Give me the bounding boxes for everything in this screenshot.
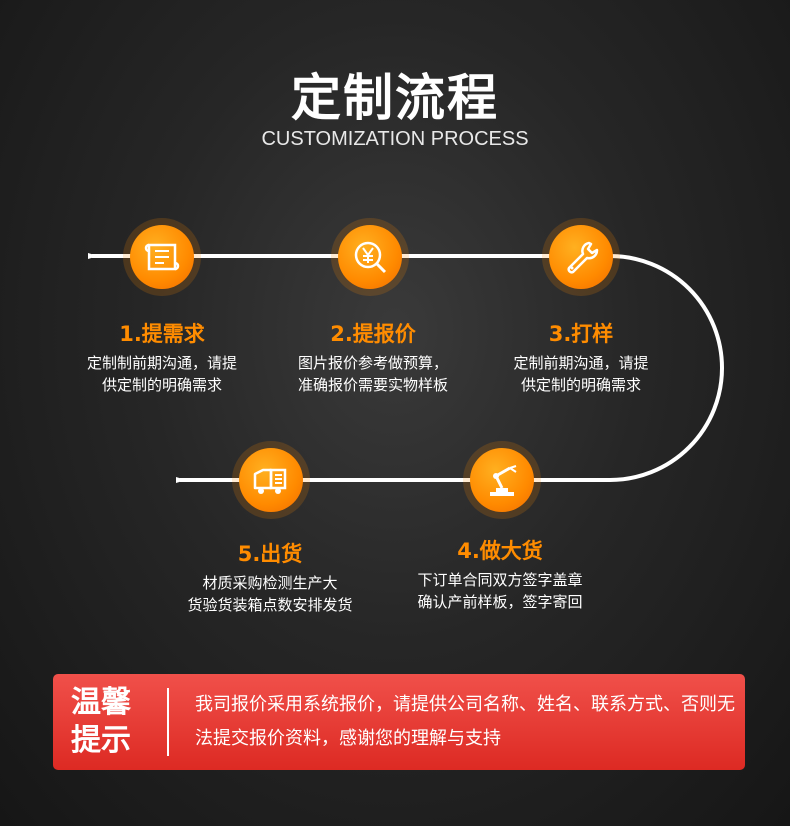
tip-divider	[167, 688, 169, 756]
step-4-name: 4.做大货	[457, 539, 543, 563]
step-1-icon-badge	[123, 218, 201, 296]
warm-tip-banner: 温馨 提示 我司报价采用系统报价，请提供公司名称、姓名、联系方式、否则无法提交报…	[53, 674, 745, 770]
step-5-desc-line2: 货验货装箱点数安排发货	[187, 596, 353, 614]
step-1-desc-line2: 供定制的明确需求	[101, 376, 222, 394]
step-5-desc-line1: 材质采购检测生产大	[202, 574, 338, 592]
step-2: 2.提报价 图片报价参考做预算， 准确报价需要实物样板	[273, 318, 473, 396]
blueprint-icon	[144, 243, 180, 271]
tip-label: 温馨 提示	[53, 684, 157, 760]
step-2-desc-line1: 图片报价参考做预算，	[297, 354, 448, 372]
step-4-desc-line2: 确认产前样板，签字寄回	[417, 593, 583, 611]
yen-search-icon	[354, 241, 387, 274]
tip-text: 我司报价采用系统报价，请提供公司名称、姓名、联系方式、否则无法提交报价资料，感谢…	[195, 694, 735, 749]
step-1-desc-line1: 定制制前期沟通，请提	[86, 354, 237, 372]
step-5-name: 5.出货	[237, 542, 303, 566]
step-4-desc-line1: 下订单合同双方签字盖章	[417, 571, 583, 589]
step-2-icon-badge	[331, 218, 409, 296]
step-1: 1.提需求 定制制前期沟通，请提 供定制的明确需求	[62, 318, 262, 396]
step-2-name: 2.提报价	[330, 322, 416, 346]
step-1-name: 1.提需求	[119, 322, 205, 346]
tip-label-line1: 温馨	[71, 685, 131, 720]
step-2-desc-line2: 准确报价需要实物样板	[297, 376, 448, 394]
tip-label-line2: 提示	[71, 723, 131, 758]
step-3-desc-line1: 定制前期沟通，请提	[513, 354, 649, 372]
wrench-icon	[567, 241, 599, 274]
step-3-name: 3.打样	[548, 322, 614, 346]
step-4-icon-badge	[463, 441, 541, 519]
step-3: 3.打样 定制前期沟通，请提 供定制的明确需求	[481, 318, 681, 396]
step-3-icon-badge	[542, 218, 620, 296]
step-5-icon-badge	[232, 441, 310, 519]
robot-arm-icon	[490, 465, 517, 496]
step-3-desc-line2: 供定制的明确需求	[520, 376, 641, 394]
page-title: 定制流程	[291, 69, 499, 127]
step-5: 5.出货 材质采购检测生产大 货验货装箱点数安排发货	[170, 538, 370, 616]
delivery-truck-icon	[253, 468, 287, 494]
page-subtitle: CUSTOMIZATION PROCESS	[261, 128, 529, 150]
step-4: 4.做大货 下订单合同双方签字盖章 确认产前样板，签字寄回	[400, 535, 600, 613]
